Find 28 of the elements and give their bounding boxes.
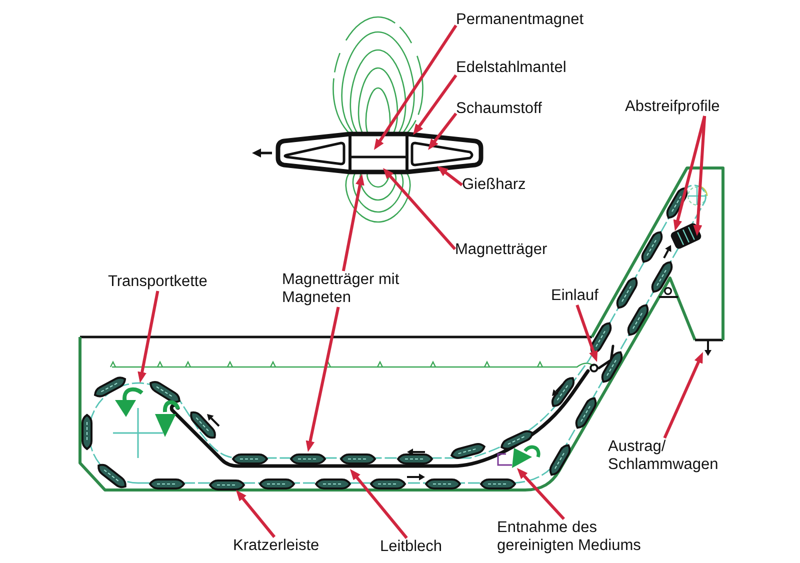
leader-line: [374, 24, 458, 150]
callout-label: Magnetträger: [455, 241, 548, 259]
leader-line: [382, 168, 456, 250]
callout-label: Edelstahlmantel: [456, 59, 566, 77]
leader-line: [437, 166, 463, 186]
callout-label: Entnahme des gereinigten Mediums: [497, 519, 649, 555]
callout-label: Kratzerleiste: [233, 537, 320, 555]
callout-label: Abstreifprofile: [625, 98, 720, 116]
callout-label: Magnetträger mit Magneten: [282, 271, 410, 307]
callout-label: Transportkette: [108, 273, 208, 291]
callout-label: Permanentmagnet: [456, 11, 584, 29]
callout-label: Austrag/ Schlammwagen: [608, 438, 726, 474]
callout-label: Schaumstoff: [456, 100, 542, 118]
leader-line: [413, 74, 458, 135]
callout-label: Gießharz: [462, 176, 526, 194]
leader-line: [342, 174, 364, 272]
leader-line: [306, 306, 340, 452]
leader-line: [350, 469, 408, 539]
leader-line: [428, 112, 458, 150]
callout-label: Einlauf: [551, 287, 598, 305]
leader-line: [673, 116, 706, 231]
leader-line: [693, 116, 706, 236]
leader-line: [576, 304, 598, 362]
leader-line: [516, 468, 565, 520]
callout-label: Leitblech: [380, 538, 442, 556]
leader-line: [663, 352, 703, 439]
leader-line: [138, 290, 160, 383]
leader-line: [236, 490, 276, 538]
